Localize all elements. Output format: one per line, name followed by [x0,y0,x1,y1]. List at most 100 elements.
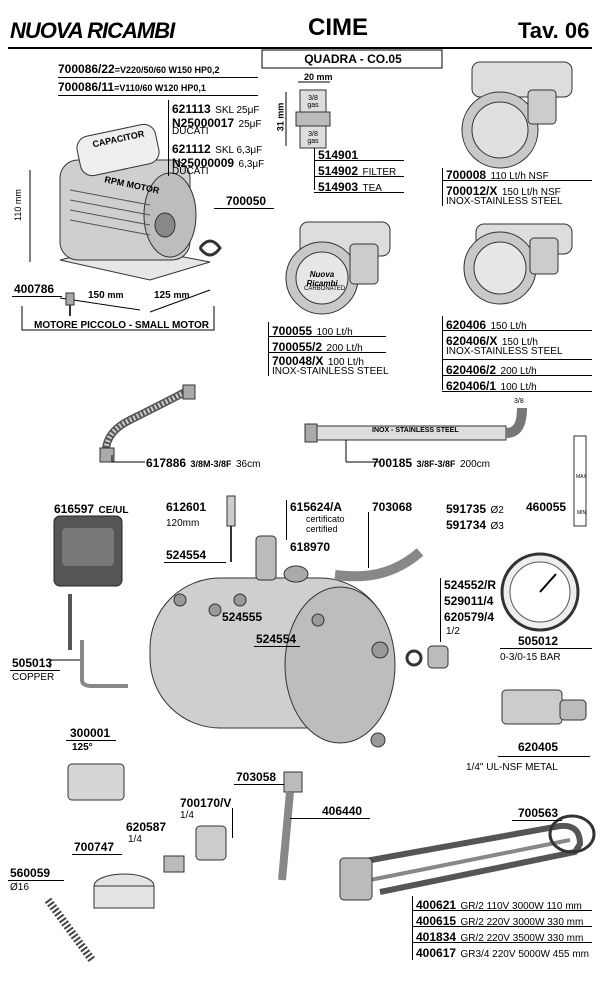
pressostat-item[interactable]: 616597 CE/UL [54,500,129,518]
capacitor-item[interactable]: 621112 SKL 6,3μF [172,140,262,158]
hose-b-item[interactable]: 700185 3/8F-3/8F 200cm [372,454,490,472]
elbow-code[interactable]: 703058 [236,770,277,784]
valve-note-2: certified [306,524,338,534]
capacitor-spec: SKL 25μF [215,105,260,116]
hose-a-item[interactable]: 617886 3/8M-3/8F 36cm [146,454,260,472]
pump-nr-note: INOX-STAINLESS STEEL [272,366,389,377]
fitting-width-value: 20 [304,72,315,82]
motor-width-dim: 150 mm [88,290,123,301]
motor-drawing [59,123,211,281]
heater-code: 400615 [416,914,457,928]
fitting-item[interactable]: 514903 TEA [318,178,382,196]
fitting-item[interactable]: 514902 FILTER [318,162,396,180]
pump-620-item[interactable]: 620406/2 200 Lt/h [446,361,537,379]
level-tube-code[interactable]: 460055 [526,500,567,514]
pump-nr-item[interactable]: 700048/X 100 Lt/h [272,352,364,370]
pump-nr-badge: CARBONATED [304,286,346,292]
spring-code[interactable]: 560059 [10,866,51,880]
heater-item[interactable]: 401834 GR/2 220V 3500W 330 mm [416,928,583,946]
heater-code: 400617 [416,946,457,960]
pump-620-desc: 150 Lt/h [490,321,527,332]
gasket-b-code[interactable]: 524555 [222,610,263,624]
flange-code[interactable]: 700747 [74,840,115,854]
clamp-drawing [198,239,222,257]
thermostat-temp: 125° [72,742,93,753]
sensor-code[interactable]: 612601 [166,500,207,514]
thread-top-label: 3/8 gas [307,95,319,109]
capacitor-brand: DUCATI [172,126,209,137]
page-title: CIME [308,14,368,41]
nipple-code[interactable]: 620587 [126,820,167,834]
capacitor-code: N25000017 [172,116,235,130]
heater-gasket-code[interactable]: 700563 [518,806,559,820]
gasket-c-code[interactable]: 524554 [256,632,297,646]
nipple-size: 1/4 [128,834,142,845]
pump-620-item[interactable]: 620406 150 Lt/h [446,316,527,334]
thermostat-code[interactable]: 300001 [70,726,111,740]
tube-code[interactable]: 406440 [322,804,363,818]
capacitor-item[interactable]: N25000009 6,3μF [172,154,264,172]
clamp-code[interactable]: 700050 [226,194,267,208]
heater-spec: GR/2 220V 3500W 330 mm [460,933,584,944]
valve-code[interactable]: 615624/A [290,500,343,514]
gauge-scale: 0-3/0-15 BAR [500,652,561,663]
heater-code: 400621 [416,898,457,912]
gasket-a-code[interactable]: 524554 [166,548,207,562]
tap-drawing [195,825,227,861]
thread-bottom-label: 3/8 gas [307,131,319,145]
pump-620-item[interactable]: 620406/X 150 Lt/h [446,332,538,350]
nut-a-item[interactable]: 591735 Ø2 [446,500,504,518]
boiler-drawing [149,577,396,748]
pipe-code[interactable]: 505013 [12,656,53,670]
capacitor-item[interactable]: 621113 SKL 25μF [172,100,259,118]
pump-nr-desc: 200 Lt/h [326,343,363,354]
gauge-code[interactable]: 505012 [518,634,559,648]
pump-nr-item[interactable]: 700055/2 200 Lt/h [272,338,363,356]
switch-code[interactable]: 620405 [518,740,559,754]
pump-nr-item[interactable]: 700055 100 Lt/h [272,322,353,340]
pump-620-desc: 200 Lt/h [500,366,537,377]
cap-code[interactable]: 618970 [290,540,331,554]
pressostat-cert: CE/UL [98,505,129,516]
fitting-item[interactable]: 514901 [318,146,358,164]
pump-nr-code: 700055 [272,324,313,338]
motor-model-b-spec: =V110/60 W120 HP0,1 [114,83,206,93]
pump-nsf-item[interactable]: 700012/X 150 Lt/h NSF [446,182,561,200]
tap-size: 1/4 [180,810,194,821]
motor-model-a[interactable]: 700086/22=V220/50/60 W150 HP0,2 [58,62,220,76]
pump-nr-brand: Nuova Ricambi [306,270,338,288]
pump-nsf-item[interactable]: 700008 110 Lt/h NSF [446,166,549,184]
pump-620-item[interactable]: 620406/1 100 Lt/h [446,377,537,395]
heater-item[interactable]: 400615 GR/2 220V 3000W 330 mm [416,912,583,930]
plug-size: 1/2 [446,626,460,637]
valve-note-1: certificato [306,514,345,524]
pump-620-desc: 100 Lt/h [500,382,537,393]
fitting-height-value: 31 [275,121,286,132]
plug-code-3[interactable]: 620579/4 [444,610,495,624]
switch-spec: 1/4" UL-NSF METAL [466,762,558,773]
fitting-height-unit: mm [275,102,286,119]
heater-item[interactable]: 400617 GR3/4 220V 5000W 455 mm [416,944,589,962]
motor-model-b[interactable]: 700086/11=V110/60 W120 HP0,1 [58,80,206,94]
tap-code[interactable]: 700170/V [180,796,232,810]
hose-a-length: 36cm [235,459,261,470]
pump-620-code: 620406 [446,318,487,332]
hose-a-spec: 3/8M-3/8F [190,459,232,469]
nut-b-item[interactable]: 591734 Ø3 [446,516,504,534]
hose-a-code: 617886 [146,456,187,470]
fitting-703068-code[interactable]: 703068 [372,500,413,514]
pump-620-note: INOX-STAINLESS STEEL [446,346,563,357]
heater-item[interactable]: 400621 GR/2 110V 3000W 110 mm [416,896,582,914]
heater-spec: GR/2 220V 3000W 330 mm [460,917,584,928]
subtitle-box [261,49,443,69]
plug-code-2[interactable]: 529011/4 [444,594,494,608]
plug-code-1[interactable]: 524552/R [444,578,497,592]
capacitor-item[interactable]: N25000017 25μF [172,114,262,132]
screw-code[interactable]: 400786 [14,282,55,296]
level-max: MAX [576,474,587,480]
hose-b-spec: 3/8F-3/8F [416,459,456,469]
pump-620-drawing [463,223,573,305]
fitting-code: 514903 [318,180,359,194]
hose-b-length: 200cm [459,459,490,470]
